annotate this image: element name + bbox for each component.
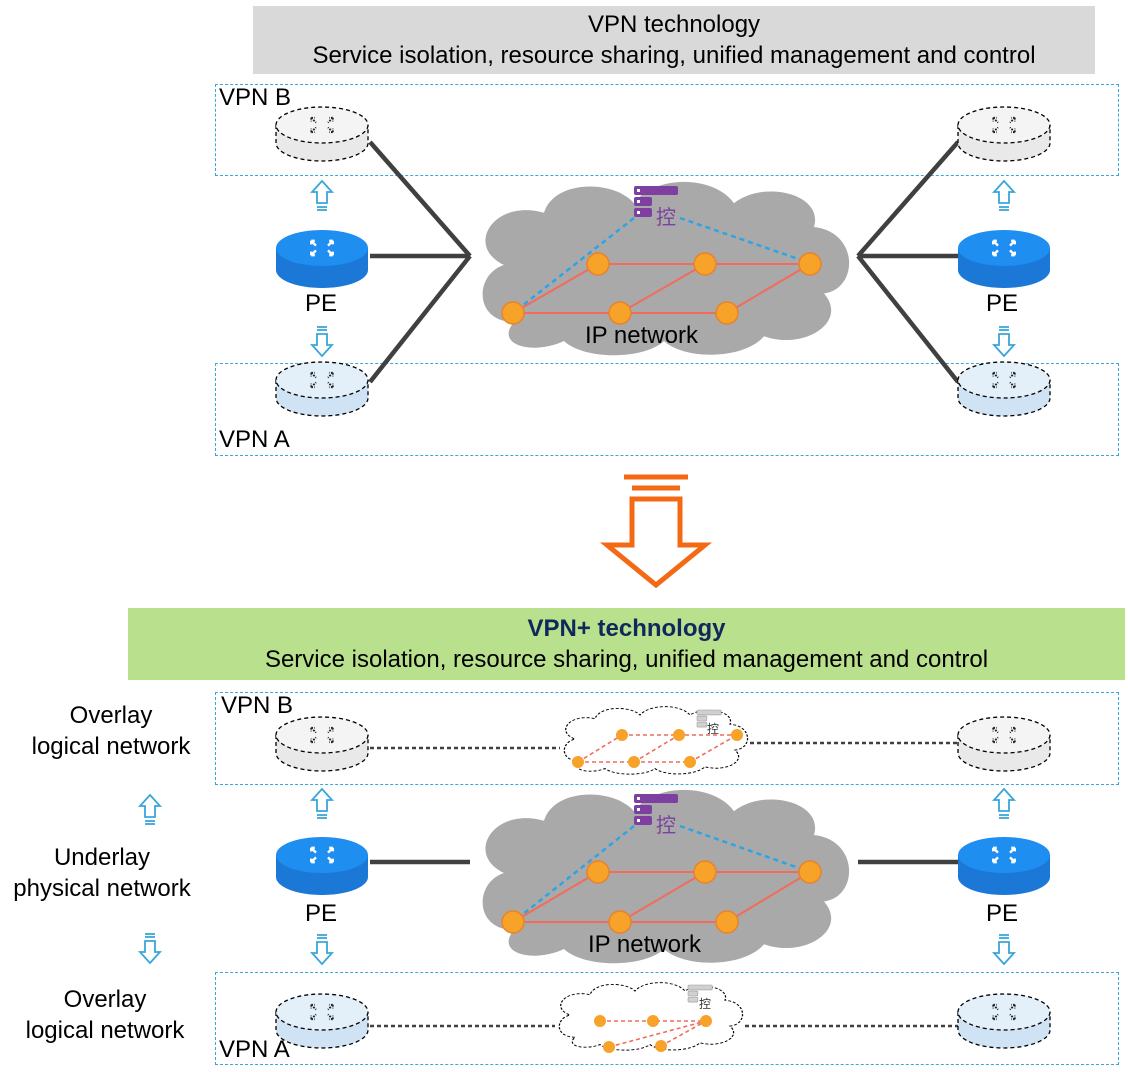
bottom-right-pe [958, 837, 1050, 895]
bottom-vpn-b-overlay-cloud [563, 706, 749, 775]
overlay-bottom-line1: Overlay [63, 986, 147, 1013]
bottom-left-arrow-down [311, 934, 333, 965]
top-right-ce-vpn-b [958, 107, 1050, 161]
bottom-vpn-a-overlay-nodes [594, 1015, 712, 1053]
side-arrow-up [139, 794, 161, 825]
overlay-top-label: Overlay logical network [0, 700, 222, 762]
top-ip-network-label: IP network [585, 322, 699, 349]
transition-arrow-icon [599, 474, 713, 589]
bottom-vpn-b-controller-char: 控 [707, 722, 719, 736]
overlay-bottom-label: Overlay logical network [0, 984, 210, 1046]
top-left-arrow-up [311, 180, 333, 211]
bottom-vpn-b-box [215, 692, 1119, 785]
top-right-ce-vpn-a [958, 362, 1050, 416]
bottom-right-arrow-down [993, 934, 1015, 965]
side-arrow-down [139, 933, 161, 964]
top-right-pe-label: PE [986, 290, 1019, 317]
bottom-right-ce-vpn-a [958, 994, 1050, 1048]
bottom-left-pe [276, 837, 368, 895]
top-left-pe [276, 230, 368, 288]
bottom-overlay-links [370, 741, 958, 1028]
top-vpn-a-label: VPN A [219, 426, 290, 453]
bottom-control-links [512, 824, 811, 923]
bottom-left-ce-vpn-a [276, 994, 368, 1048]
overlay-bottom-line2: logical network [25, 1017, 185, 1044]
bottom-vpn-a-controller-char: 控 [699, 997, 711, 1011]
top-left-pe-label: PE [305, 290, 338, 317]
bottom-left-ce-vpn-b [276, 717, 368, 771]
bottom-vpn-b-overlay-nodes [572, 729, 743, 768]
bottom-left-pe-label: PE [305, 900, 338, 927]
underlay-label: Underlay physical network [0, 842, 204, 904]
bottom-ip-network-label: IP network [588, 931, 702, 958]
top-banner-title: VPN technology [587, 11, 761, 38]
bottom-left-arrow-up [311, 788, 333, 819]
top-vpn-b-box [215, 84, 1119, 176]
bottom-banner-subtitle: Service isolation, resource sharing, uni… [264, 646, 989, 673]
bottom-vpn-b-label: VPN B [221, 692, 294, 719]
bottom-vpn-b-controller-icon [696, 709, 722, 728]
top-right-arrow-down [993, 326, 1015, 357]
underlay-line1: Underlay [53, 844, 151, 871]
bottom-right-arrow-up [993, 788, 1015, 819]
overlay-top-line1: Overlay [69, 702, 153, 729]
top-right-pe [958, 230, 1050, 288]
bottom-banner: VPN+ technology Service isolation, resou… [128, 608, 1125, 680]
bottom-right-pe-label: PE [986, 900, 1019, 927]
bottom-controller-char: 控 [656, 813, 676, 837]
bottom-right-ce-vpn-b [958, 717, 1050, 771]
bottom-vpn-a-controller-icon [687, 984, 713, 1003]
bottom-vpn-a-box [215, 972, 1119, 1065]
bottom-ip-nodes [501, 860, 822, 934]
top-ip-nodes [501, 252, 822, 325]
bottom-banner-title: VPN+ technology [527, 615, 726, 642]
top-vpn-a-box [215, 363, 1119, 456]
overlay-top-line2: logical network [31, 733, 191, 760]
top-access-links [368, 140, 960, 384]
bottom-vpn-a-label: VPN A [219, 1036, 290, 1063]
top-banner: VPN technology Service isolation, resour… [253, 6, 1095, 74]
underlay-line2: physical network [13, 875, 191, 902]
top-banner-subtitle: Service isolation, resource sharing, uni… [312, 42, 1036, 69]
top-left-ce-vpn-b [276, 107, 368, 161]
top-control-links [512, 216, 811, 314]
top-vpn-b-label: VPN B [219, 84, 292, 111]
top-left-arrow-down [311, 326, 333, 357]
top-controller-char: 控 [656, 205, 676, 229]
top-left-ce-vpn-a [276, 362, 368, 416]
top-right-arrow-up [993, 180, 1015, 211]
